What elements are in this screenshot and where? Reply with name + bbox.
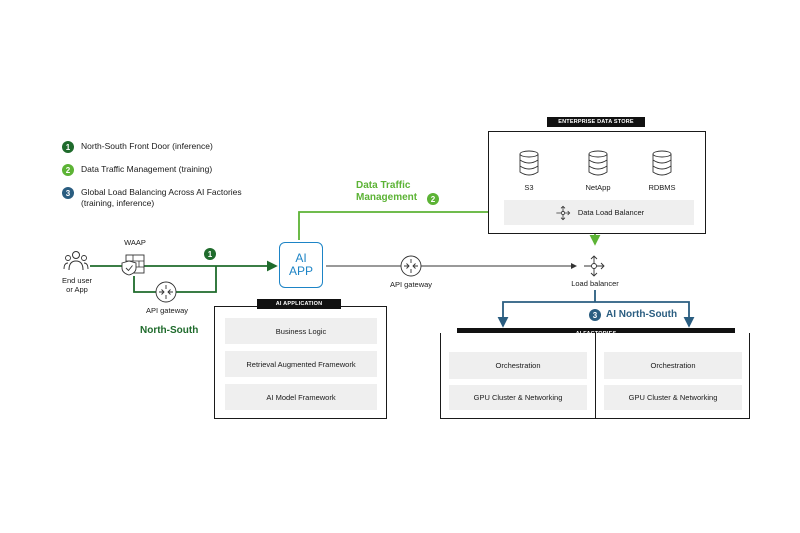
data-load-balancer-icon bbox=[556, 205, 571, 220]
api-gateway-mid-label: API gateway bbox=[389, 280, 433, 289]
store-s3-label: S3 bbox=[524, 183, 534, 192]
legend-text-3: Global Load Balancing Across AI Factorie… bbox=[81, 187, 242, 209]
data-traffic-line1: Data Traffic bbox=[356, 180, 411, 191]
firewall-shield-icon bbox=[121, 254, 145, 276]
legend-number-3: 3 bbox=[62, 187, 74, 199]
data-traffic-badge: 2 bbox=[427, 193, 439, 205]
legend-item-3: 3 Global Load Balancing Across AI Factor… bbox=[62, 187, 242, 209]
legend-text-2: Data Traffic Management (training) bbox=[81, 164, 213, 174]
ai-app-line1: AI bbox=[295, 251, 307, 265]
ai-north-south-label: AI North-South bbox=[606, 309, 678, 320]
end-user-line1: End user bbox=[61, 276, 93, 285]
users-icon bbox=[63, 251, 89, 271]
ai-app-line2: APP bbox=[288, 264, 313, 278]
ai-model-framework-block: AI Model Framework bbox=[225, 384, 377, 410]
blue-split-left bbox=[497, 301, 595, 328]
legend-text-3-line2: (training, inference) bbox=[81, 198, 155, 208]
business-logic-block: Business Logic bbox=[225, 318, 377, 344]
legend-number-1: 1 bbox=[62, 141, 74, 153]
data-load-balancer: Data Load Balancer bbox=[504, 200, 694, 225]
ai-application-header: AI APPLICATION bbox=[257, 299, 341, 309]
api-gateway-icon-mid bbox=[400, 255, 422, 277]
north-south-badge: 1 bbox=[204, 248, 216, 260]
database-icon-netapp bbox=[588, 150, 608, 176]
legend-number-2: 2 bbox=[62, 164, 74, 176]
legend-item-2: 2 Data Traffic Management (training) bbox=[62, 164, 212, 176]
ai-north-south-badge: 3 bbox=[589, 309, 601, 321]
data-load-balancer-label: Data Load Balancer bbox=[577, 208, 645, 217]
legend-item-1: 1 North-South Front Door (inference) bbox=[62, 141, 213, 153]
data-traffic-line2: Management bbox=[356, 192, 418, 203]
orchestration-right: Orchestration bbox=[604, 352, 742, 379]
enterprise-data-store-header: ENTERPRISE DATA STORE bbox=[547, 117, 645, 127]
north-south-label: North-South bbox=[140, 325, 199, 336]
dt-line bbox=[298, 206, 502, 240]
api-gateway-icon-left bbox=[155, 281, 177, 303]
orchestration-left: Orchestration bbox=[449, 352, 587, 379]
blue-split-right bbox=[595, 301, 695, 328]
database-icon-rdbms bbox=[652, 150, 672, 176]
retrieval-augmented-block: Retrieval Augmented Framework bbox=[225, 351, 377, 377]
load-balancer-icon bbox=[584, 255, 605, 277]
waap-label: WAAP bbox=[124, 238, 146, 247]
legend-text-3-line1: Global Load Balancing Across AI Factorie… bbox=[81, 187, 242, 197]
store-netapp-label: NetApp bbox=[585, 183, 611, 192]
store-rdbms-label: RDBMS bbox=[648, 183, 676, 192]
load-balancer-label: Load balancer bbox=[571, 279, 619, 288]
database-icon-s3 bbox=[519, 150, 539, 176]
legend-text-1: North-South Front Door (inference) bbox=[81, 141, 213, 151]
gpu-cluster-left: GPU Cluster & Networking bbox=[449, 385, 587, 410]
data-traffic-label: Data Traffic Management bbox=[356, 180, 417, 204]
gpu-cluster-right: GPU Cluster & Networking bbox=[604, 385, 742, 410]
end-user-line2: or App bbox=[66, 285, 88, 294]
end-user-label: End user or App bbox=[55, 276, 99, 294]
api-gateway-left-label: API gateway bbox=[145, 306, 189, 315]
ai-app-node: AI APP bbox=[279, 242, 323, 288]
